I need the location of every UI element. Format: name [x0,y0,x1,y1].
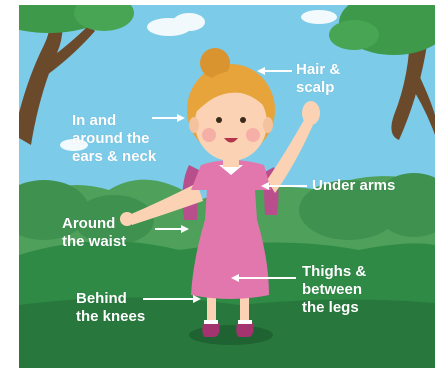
girl-shadow [189,325,273,345]
label-behind-knees: Behind the knees [76,290,145,326]
label-hair-scalp: Hair & scalp [296,61,340,97]
illustration-frame: Hair & scalp In and around the ears & ne… [19,5,435,368]
label-thighs: Thighs & between the legs [302,263,366,317]
label-ears-neck: In and around the ears & neck [72,112,156,166]
label-under-arms: Under arms [312,177,395,195]
label-around-waist: Around the waist [62,215,126,251]
